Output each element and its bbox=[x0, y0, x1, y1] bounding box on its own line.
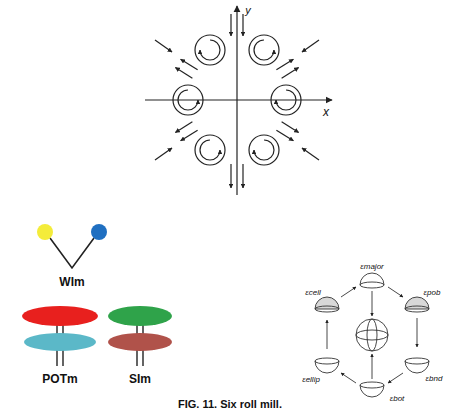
model-label: SIm bbox=[128, 373, 152, 386]
model-label: WIm bbox=[58, 276, 85, 289]
axis-label: x bbox=[322, 106, 330, 119]
sim-glyph bbox=[108, 306, 172, 366]
wim-glyph bbox=[37, 224, 107, 268]
axis-label: y bbox=[244, 4, 252, 16]
shape-label: εcell bbox=[304, 289, 322, 298]
shape-label: εmajor bbox=[359, 263, 385, 272]
shape-sphere-diagram bbox=[315, 273, 429, 397]
shape-label: εbot bbox=[389, 395, 406, 404]
model-label: POTm bbox=[41, 373, 78, 386]
six-roll-mill bbox=[145, 6, 332, 195]
shape-label: εpob bbox=[423, 289, 442, 298]
shape-label: εbnd bbox=[425, 375, 444, 384]
potm-glyph bbox=[22, 306, 98, 366]
figure-caption: FIG. 11. Six roll mill. bbox=[177, 398, 283, 410]
shape-label: εellip bbox=[301, 376, 321, 385]
